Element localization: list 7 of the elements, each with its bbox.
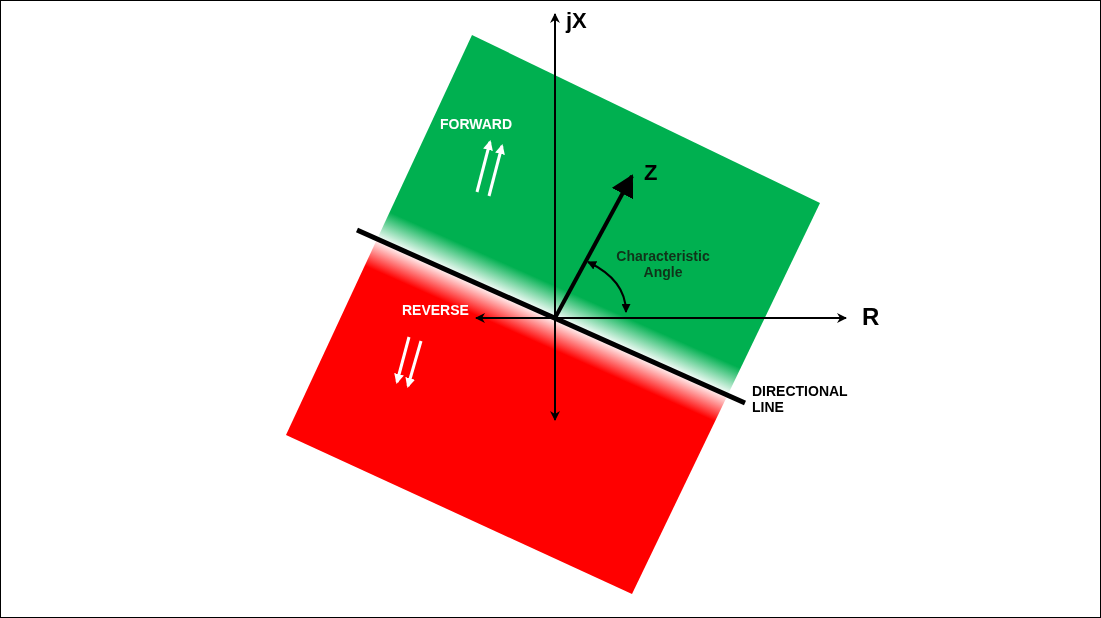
vector-label: Z	[644, 160, 658, 186]
angle-label: Characteristic Angle	[615, 248, 711, 281]
axis-label: R	[862, 303, 880, 331]
axis-label: jX	[566, 8, 587, 34]
line-label: DIRECTIONAL LINE	[752, 383, 849, 416]
region-label: REVERSE	[402, 302, 469, 319]
region-label: FORWARD	[440, 116, 513, 133]
